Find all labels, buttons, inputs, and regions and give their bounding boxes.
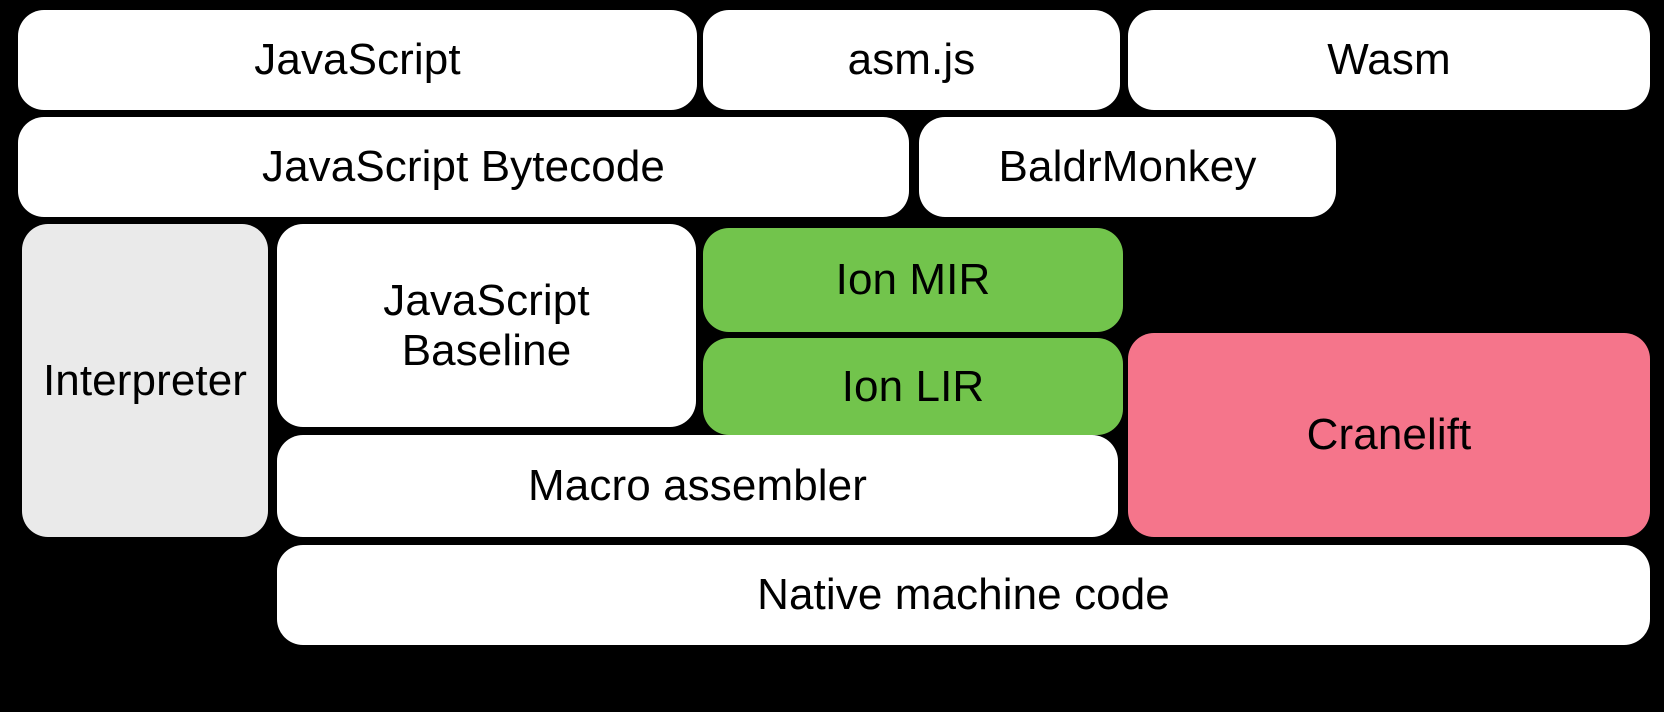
node-javascript-baseline[interactable]: JavaScript Baseline [277, 224, 696, 427]
node-macro-assembler[interactable]: Macro assembler [277, 435, 1118, 537]
node-baldrmonkey[interactable]: BaldrMonkey [919, 117, 1336, 217]
node-wasm[interactable]: Wasm [1128, 10, 1650, 110]
node-javascript-bytecode[interactable]: JavaScript Bytecode [18, 117, 909, 217]
node-ion-mir[interactable]: Ion MIR [703, 228, 1123, 332]
node-ion-lir[interactable]: Ion LIR [703, 338, 1123, 435]
node-native-machine-code[interactable]: Native machine code [277, 545, 1650, 645]
node-interpreter[interactable]: Interpreter [22, 224, 268, 537]
node-asm-js[interactable]: asm.js [703, 10, 1120, 110]
node-javascript[interactable]: JavaScript [18, 10, 697, 110]
node-cranelift[interactable]: Cranelift [1128, 333, 1650, 537]
